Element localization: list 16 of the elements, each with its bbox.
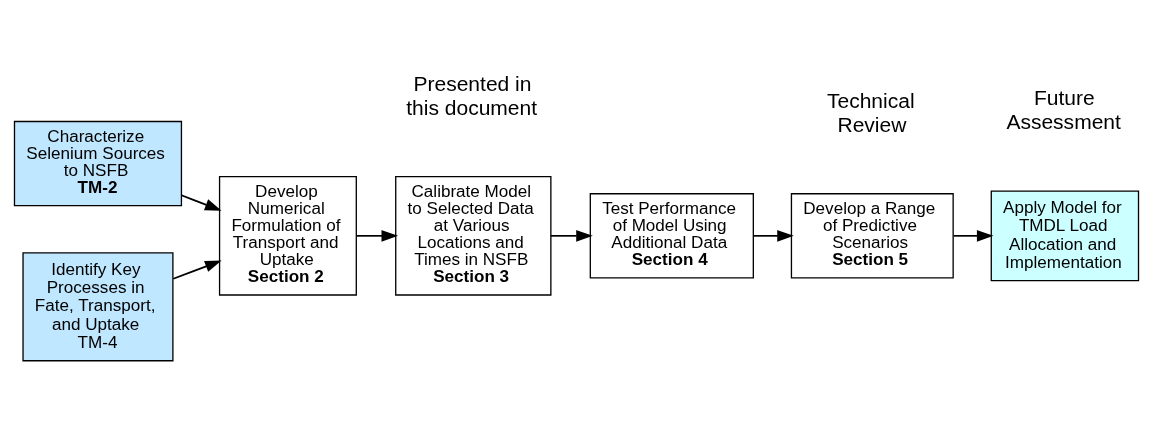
label: Technical Review [826,89,915,136]
label: Presented in this document [406,71,538,119]
arrow [172,260,222,280]
arrow [752,230,794,242]
node-box: Test Performance of Model Using Additional Data Section 4 [589,193,754,279]
arrow [952,230,994,242]
node-box: Develop Numerical Formulation of Transport and Uptake Section 2 [218,176,357,296]
node-box: Identify Key Processes in Fate, Transport, and Uptake TM-4 [22,252,174,362]
node-box: Calibrate Model to Selected Data at Various Locations and Times in NSFB Section 3 [395,176,552,296]
arrow [180,194,222,211]
arrow [550,230,593,242]
node-box: Characterize Selenium Sources to NSFB TM-2 [13,120,183,207]
arrow [355,230,399,242]
label: Future Assessment [1006,86,1121,134]
node-box: Develop a Range of Predictive Scenarios Section 5 [790,193,954,279]
node-box: Apply Model for TMDL Load Allocation and Implementation [990,190,1140,282]
